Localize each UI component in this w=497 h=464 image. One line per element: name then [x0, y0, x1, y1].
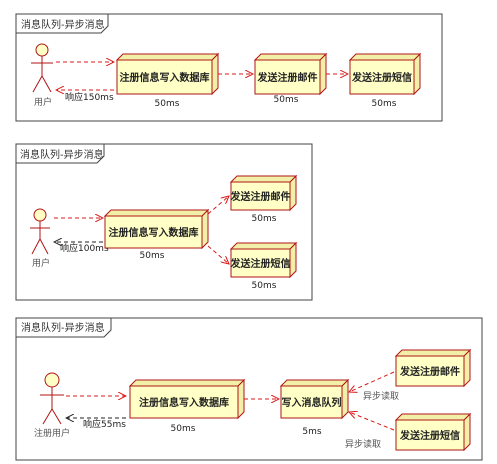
box-top	[394, 349, 472, 357]
box-side	[211, 52, 219, 96]
box-time: 50ms	[155, 99, 180, 109]
actor-head	[33, 208, 47, 222]
box-label: 发送注册短信	[351, 71, 412, 84]
async-read-label: 异步读取	[363, 390, 399, 402]
diagram-parallel: 消息队列-异步消息 用户 响应100ms 注册信息写入数据库 50ms 发送注册…	[15, 143, 313, 301]
actor-label: 注册用户	[34, 427, 70, 439]
box-time: 50ms	[274, 95, 299, 105]
box-side	[413, 52, 421, 96]
arrow-sms-reads-queue	[349, 412, 395, 431]
box-time: 50ms	[252, 281, 277, 291]
box-top	[229, 175, 298, 183]
box-send-email: 发送注册邮件 50ms	[253, 52, 328, 105]
box-message-queue: 写入消息队列 5ms	[279, 378, 350, 437]
diagram-title: 消息队列-异步消息	[21, 18, 105, 31]
arrow-db-to-sms	[207, 245, 229, 264]
response-label: 响应150ms	[65, 91, 114, 103]
box-top	[128, 379, 246, 387]
box-face	[104, 215, 203, 249]
box-face	[280, 385, 343, 419]
box-top	[115, 53, 220, 61]
box-face	[395, 355, 465, 387]
box-top	[229, 242, 298, 250]
box-label: 发送注册邮件	[399, 365, 460, 378]
box-label: 发送注册短信	[230, 257, 291, 270]
actor-head	[35, 43, 49, 57]
box-write-db: 注册信息写入数据库 50ms	[115, 52, 220, 109]
actor-user: 用户	[31, 43, 53, 108]
diagram-title: 消息队列-异步消息	[20, 148, 104, 161]
frame-title-tab	[15, 143, 105, 164]
response-label: 响应100ms	[60, 242, 109, 254]
box-face	[230, 248, 291, 278]
actor-register-user: 注册用户	[34, 372, 70, 439]
box-send-sms: 发送注册短信	[394, 412, 472, 452]
box-label: 写入消息队列	[282, 396, 342, 409]
box-top	[103, 209, 210, 217]
box-write-db: 注册信息写入数据库 50ms	[128, 378, 246, 434]
actor-body	[30, 221, 50, 255]
box-time: 50ms	[140, 251, 165, 261]
box-send-email: 发送注册邮件 50ms	[229, 174, 298, 224]
diagram-title: 消息队列-异步消息	[21, 321, 105, 334]
box-side	[319, 52, 327, 96]
box-face	[116, 59, 213, 95]
box-send-sms: 发送注册短信 50ms	[348, 52, 422, 109]
diagram-serial: 消息队列-异步消息 用户 响应150ms 注册信息写入数据库 50ms 发送注册…	[15, 13, 443, 122]
box-face	[129, 385, 239, 419]
box-time: 50ms	[171, 424, 196, 434]
box-label: 发送注册短信	[399, 429, 460, 442]
box-time: 50ms	[372, 99, 397, 109]
box-top	[348, 53, 422, 61]
box-top	[253, 53, 328, 61]
actor-user: 用户	[30, 208, 50, 269]
actor-label: 用户	[34, 96, 52, 108]
actor-head	[44, 372, 60, 388]
box-send-email: 发送注册邮件	[394, 348, 472, 388]
frame-title-tab	[15, 317, 112, 338]
box-label: 注册信息写入数据库	[139, 396, 229, 409]
diagram-message-queue: 消息队列-异步消息 注册用户 响应55ms 注册信息写入数据库 50ms 写入消…	[15, 317, 483, 461]
box-write-db: 注册信息写入数据库 50ms	[103, 208, 210, 261]
box-top	[279, 379, 350, 387]
box-face	[395, 419, 465, 451]
frame-title-tab	[15, 13, 109, 34]
box-time: 50ms	[252, 214, 277, 224]
response-label: 响应55ms	[83, 418, 126, 430]
box-time: 5ms	[302, 427, 321, 437]
actor-body	[40, 387, 64, 425]
box-label: 注册信息写入数据库	[120, 71, 210, 84]
box-label: 发送注册邮件	[230, 190, 291, 203]
box-face	[254, 59, 321, 95]
box-face	[349, 59, 415, 95]
actor-label: 用户	[32, 257, 50, 269]
box-label: 注册信息写入数据库	[109, 226, 199, 239]
box-face	[230, 181, 291, 211]
async-read-label: 异步读取	[345, 438, 381, 450]
actor-body	[31, 56, 53, 93]
arrow-db-to-email	[207, 196, 229, 215]
box-top	[394, 413, 472, 421]
arrow-email-reads-queue	[349, 371, 395, 392]
box-label: 发送注册邮件	[257, 71, 318, 84]
box-send-sms: 发送注册短信 50ms	[229, 241, 298, 291]
